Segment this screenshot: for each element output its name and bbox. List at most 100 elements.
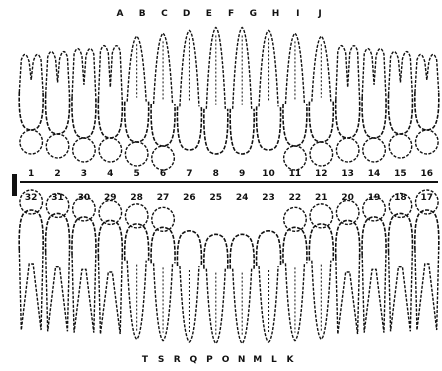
tooth-crown [362, 97, 386, 138]
upper-tooth-number: 8 [213, 169, 219, 179]
primary-tooth-letter: Q [190, 355, 198, 365]
lower-tooth [309, 204, 333, 339]
upper-tooth-number: 7 [186, 169, 192, 179]
tooth-occlusal [46, 134, 69, 158]
upper-tooth [72, 49, 96, 162]
lower-tooth [98, 200, 122, 334]
primary-tooth-letter: C [161, 9, 168, 19]
tooth-crown [309, 102, 333, 142]
upper-arch [19, 27, 439, 170]
tooth-crown [98, 220, 122, 258]
tooth-crown [177, 106, 201, 150]
tooth-crown [230, 109, 254, 154]
tooth-occlusal [99, 200, 122, 224]
tooth-root [127, 261, 146, 340]
tooth-root [389, 52, 413, 95]
tooth-occlusal [389, 134, 412, 158]
tooth-occlusal [416, 130, 439, 154]
lower-tooth-number: 29 [104, 193, 117, 203]
primary-tooth-letter: N [238, 355, 246, 365]
tooth-crown [151, 227, 175, 263]
primary-tooth-letter: R [174, 355, 181, 365]
tooth-root [98, 46, 122, 100]
upper-tooth [257, 30, 281, 150]
tooth-occlusal [336, 200, 359, 224]
upper-tooth-number: 14 [368, 169, 381, 179]
tooth-root [415, 250, 439, 330]
tooth-crown [257, 231, 281, 266]
lower-tooth-number: 21 [315, 193, 328, 203]
upper-tooth-number: 5 [134, 169, 140, 179]
tooth-root [46, 253, 70, 332]
tooth-crown [388, 213, 412, 252]
lower-tooth-number: 22 [289, 193, 302, 203]
upper-tooth-number: 13 [341, 169, 354, 179]
upper-tooth-number: 16 [421, 169, 434, 179]
upper-tooth [283, 33, 307, 170]
tooth-root [72, 49, 96, 97]
primary-tooth-letter: P [206, 355, 213, 365]
tooth-crown [257, 106, 281, 150]
tooth-crown [125, 224, 149, 261]
lower-tooth [257, 231, 281, 342]
upper-tooth-number: 1 [28, 169, 34, 179]
upper-tooth [388, 52, 412, 158]
lower-arch [19, 190, 439, 343]
tooth-root [336, 258, 360, 334]
tooth-crown [19, 210, 43, 250]
lower-tooth-number: 18 [394, 193, 407, 203]
primary-tooth-letter: I [296, 9, 299, 19]
tooth-crown [230, 234, 254, 268]
lower-tooth [204, 234, 228, 343]
lower-tooth [283, 207, 307, 340]
tooth-root [415, 54, 439, 92]
tooth-root [312, 261, 331, 340]
tooth-occlusal [284, 146, 307, 170]
tooth-crown [72, 217, 96, 255]
upper-tooth [230, 27, 254, 154]
lower-tooth-number: 17 [421, 193, 434, 203]
tooth-crown [362, 217, 386, 255]
upper-tooth [204, 27, 228, 154]
primary-tooth-letter: T [142, 355, 149, 365]
primary-tooth-letter: H [272, 9, 280, 19]
lower-tooth-number: 32 [25, 193, 38, 203]
lower-tooth [362, 197, 386, 333]
lower-tooth [19, 190, 43, 330]
primary-tooth-letter: L [271, 355, 277, 365]
upper-tooth-number: 11 [289, 169, 302, 179]
upper-tooth-number: 12 [315, 169, 328, 179]
tooth-crown [72, 97, 96, 138]
lower-tooth-number: 28 [130, 193, 143, 203]
primary-tooth-letter: A [117, 9, 124, 19]
lower-tooth-number: 19 [368, 193, 381, 203]
primary-tooth-letter: J [317, 9, 321, 19]
upper-tooth [309, 36, 333, 166]
tooth-root [362, 49, 386, 97]
upper-tooth-number: 4 [107, 169, 113, 179]
tooth-crown [151, 104, 175, 146]
lower-tooth [415, 190, 439, 330]
tooth-root [98, 258, 122, 334]
upper-tooth [177, 30, 201, 150]
tooth-occlusal [152, 146, 175, 170]
lower-tooth [177, 231, 201, 342]
upper-tooth [336, 46, 360, 162]
upper-tooth [46, 52, 70, 158]
tooth-occlusal [20, 130, 43, 154]
lower-tooth-number: 24 [236, 193, 249, 203]
tooth-root [19, 250, 43, 330]
lower-tooth-number: 31 [51, 193, 64, 203]
tooth-crown [46, 213, 70, 252]
upper-tooth [151, 33, 175, 170]
lower-tooth-number: 26 [183, 193, 196, 203]
tooth-crown [415, 92, 439, 130]
tooth-occlusal [125, 142, 148, 166]
tooth-crown [19, 92, 43, 130]
tooth-crown [204, 109, 228, 154]
primary-tooth-letter: E [206, 9, 212, 19]
upper-tooth [19, 54, 43, 154]
upper-tooth [125, 36, 149, 166]
